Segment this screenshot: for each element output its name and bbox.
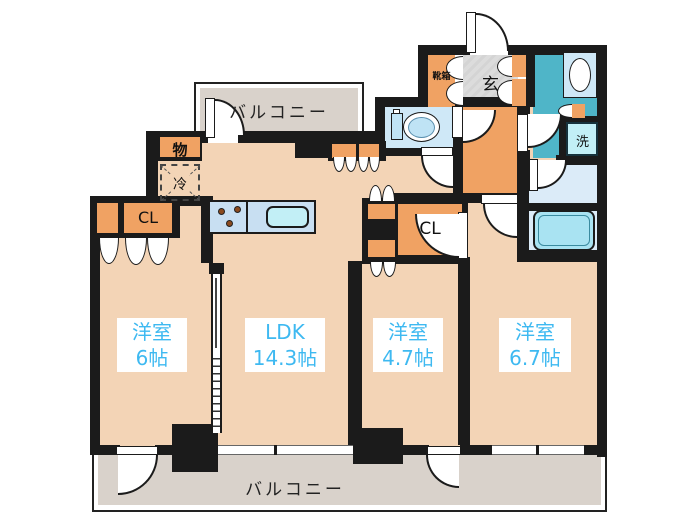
window-mullion — [536, 445, 539, 455]
room6-label: 洋室 6帖 — [117, 318, 187, 372]
wall-segment — [146, 131, 158, 203]
toilet-tank — [391, 113, 403, 140]
powder-corner-box — [572, 104, 585, 118]
room47-balcony-door-leaf[interactable] — [427, 446, 461, 455]
room47-door-leaf[interactable] — [458, 212, 468, 259]
wall-segment — [90, 196, 100, 455]
sliding-partition[interactable] — [211, 263, 222, 433]
wall-segment — [508, 45, 534, 55]
wall-segment — [528, 45, 607, 55]
wall-segment — [517, 104, 530, 116]
window-mullion — [274, 445, 277, 455]
wall-segment — [559, 116, 567, 158]
storage-label: 物 — [172, 141, 188, 159]
closet-box-6 — [97, 203, 118, 233]
entry-closet-box — [512, 79, 526, 106]
balcony-top-label: バルコニー — [229, 103, 329, 123]
ldk-closet-box — [332, 144, 356, 158]
wall-pillar — [353, 428, 403, 464]
shoebox-label: 靴箱 — [432, 72, 451, 82]
wall-segment — [560, 116, 607, 124]
stove-burner — [234, 206, 241, 213]
closet-box-47-small — [368, 204, 395, 219]
room67-size: 6.7帖 — [509, 346, 561, 370]
room6-name: 洋室 — [132, 320, 172, 344]
bath-door-leaf[interactable] — [529, 159, 538, 191]
kitchen-sink — [266, 206, 309, 228]
toilet-flush-button — [393, 109, 400, 114]
balcony-bottom-label: バルコニー — [245, 480, 345, 500]
entrance-door-arc — [476, 13, 509, 51]
ldk-size: 14.3帖 — [252, 346, 318, 370]
fridge-box — [160, 164, 200, 201]
partition-ticks — [213, 352, 220, 430]
kitchen-divider — [246, 200, 248, 234]
wall-segment — [418, 45, 428, 107]
outside-patch — [140, 93, 198, 133]
hall-door-leaf[interactable] — [452, 106, 463, 138]
room6-balcony-door-leaf[interactable] — [116, 446, 158, 455]
ldk-closet-box — [359, 144, 379, 158]
wall-pillar — [295, 131, 330, 158]
wall-pillar — [172, 424, 218, 472]
room67-label: 洋室 6.7帖 — [499, 318, 571, 372]
room47-size: 4.7帖 — [382, 346, 434, 370]
wall-segment — [460, 445, 492, 455]
entry-closet-box — [512, 55, 526, 77]
wall-segment — [155, 445, 180, 455]
partition-stub — [209, 263, 224, 274]
toilet-door-leaf[interactable] — [421, 147, 453, 156]
entrance-door-leaf[interactable] — [466, 12, 476, 53]
vanity-basin — [569, 58, 591, 92]
ldk-window — [218, 445, 353, 455]
stove-burner — [226, 220, 233, 227]
wall-segment — [375, 148, 425, 156]
room47-label: 洋室 4.7帖 — [373, 318, 443, 372]
ldk-name: LDK — [265, 320, 305, 344]
wall-segment — [455, 97, 530, 107]
closet6-label: CL — [137, 208, 159, 227]
washer-label: 洗 — [575, 135, 589, 150]
wall-segment — [458, 257, 470, 445]
closet-box-47-small — [368, 240, 395, 257]
room6-size: 6帖 — [135, 346, 169, 370]
stove-burner — [218, 208, 225, 215]
partition-leaf — [215, 278, 217, 348]
corridor-door-leaf[interactable] — [481, 194, 518, 204]
bathtub-inner — [538, 215, 590, 246]
closet-box-6-cl — [124, 203, 172, 233]
wall-segment — [517, 250, 607, 262]
washing-machine — [566, 122, 598, 156]
wall-segment — [348, 261, 362, 445]
wall-segment — [556, 155, 607, 165]
ldk-label: LDK 14.3帖 — [245, 318, 325, 372]
toilet-bowl-inner — [408, 117, 435, 138]
outside-patch — [88, 93, 148, 199]
wall-segment — [418, 45, 470, 55]
fridge-label: 冷 — [171, 174, 189, 194]
wall-segment — [90, 445, 120, 455]
closet47-label: CL — [419, 219, 441, 239]
wall-segment — [584, 445, 607, 455]
room47-name: 洋室 — [388, 320, 428, 344]
wall-segment — [517, 158, 529, 258]
bath-divider — [529, 203, 597, 211]
entrance-label: 玄 — [482, 75, 499, 95]
ldk-balcony-door-leaf[interactable] — [205, 98, 215, 138]
powder-door-leaf[interactable] — [517, 114, 528, 152]
wall-segment — [526, 45, 535, 107]
storage-box — [160, 137, 200, 157]
wall-segment — [403, 445, 429, 455]
room67-name: 洋室 — [515, 320, 555, 344]
wall-segment — [375, 97, 385, 143]
wall-segment — [453, 135, 463, 203]
